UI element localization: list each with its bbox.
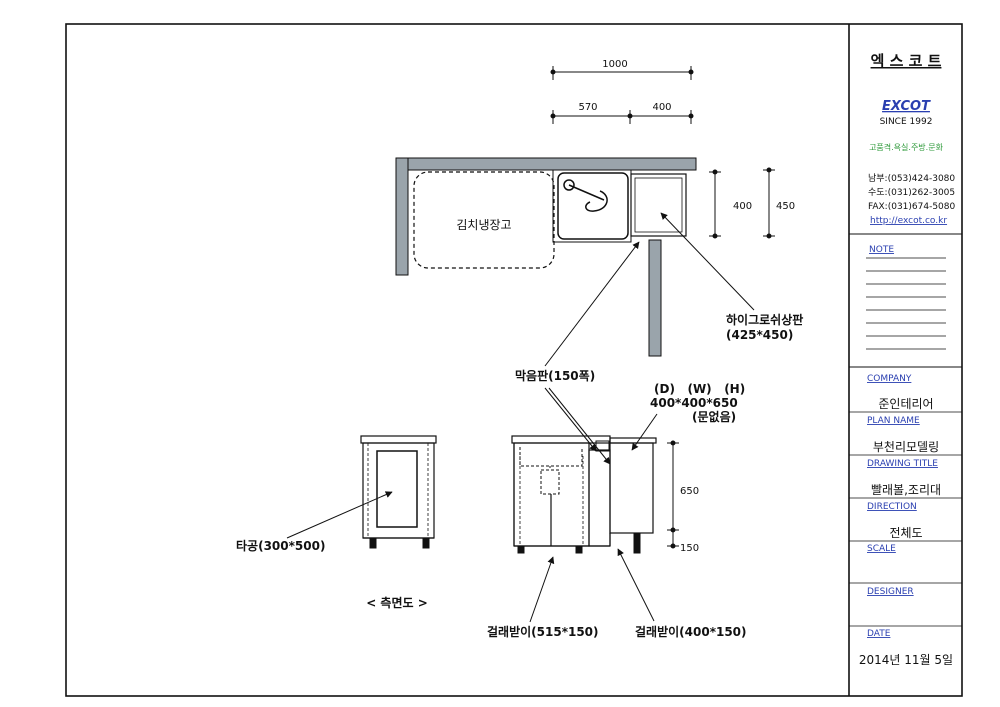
sink-bowl	[557, 172, 629, 240]
front-countertop-right	[609, 437, 657, 444]
dim-depth-outer: 450	[776, 201, 795, 212]
walls	[395, 157, 697, 357]
date-value: 2014년 11월 5일	[859, 653, 953, 667]
wall-left	[395, 157, 409, 276]
plan-name-label: PLAN NAME	[867, 416, 920, 426]
website-link[interactable]: http://excot.co.kr	[870, 216, 947, 226]
front-leg-mid	[575, 545, 583, 554]
front-leg-right	[633, 532, 641, 554]
blocking-panel-front	[588, 449, 611, 547]
dim-height-base: 150	[680, 543, 699, 554]
no-door-label: (문없음)	[692, 409, 736, 424]
dim-height-body: 650	[680, 486, 699, 497]
contact-south: 남부:(053)424-3080	[868, 173, 955, 184]
dimension-height	[667, 440, 679, 549]
company-label: COMPANY	[867, 374, 912, 384]
leader-high-gloss	[660, 212, 755, 311]
high-gloss-size: (425*450)	[726, 328, 793, 342]
dim-left-width: 570	[578, 102, 597, 113]
tagline: 고품격.욕실.주방.문화	[869, 142, 944, 152]
front-elevation	[511, 435, 657, 554]
plan-name-value: 부천리모델링	[873, 439, 939, 454]
designer-label: DESIGNER	[867, 587, 914, 597]
leader-skirt-right	[617, 548, 655, 622]
side-hole	[376, 450, 418, 528]
sheet-border	[65, 23, 963, 697]
dim-right-width: 400	[652, 102, 671, 113]
dimension-right	[709, 167, 775, 239]
cabinet-plan-inner	[634, 177, 683, 233]
dwh-note: (D) (W) (H) 400*400*650 (문없음)	[631, 382, 745, 451]
blocking-panel-small	[595, 440, 610, 452]
direction-value: 전체도	[889, 526, 922, 540]
leader-hole	[286, 491, 393, 539]
side-leg-left	[369, 537, 377, 549]
leader-panel-plan	[544, 241, 640, 367]
side-view	[360, 435, 437, 549]
scale-label: SCALE	[867, 544, 896, 554]
direction-label: DIRECTION	[867, 502, 917, 512]
skirt-right-label: 걸래받이(400*150)	[635, 624, 747, 639]
sink-frame	[552, 169, 632, 243]
note-label: NOTE	[869, 245, 894, 255]
faucet-icon	[563, 179, 608, 212]
plan-view: 1000 570 400 김치냉장고	[395, 59, 803, 357]
date-label: DATE	[867, 629, 891, 639]
company-value: 준인테리어	[878, 397, 933, 411]
brand-english: EXCOT	[882, 99, 931, 114]
wall-right-post	[648, 239, 662, 357]
side-body	[362, 442, 435, 539]
dim-depth-inner: 400	[733, 201, 752, 212]
hole-label: 타공(300*500)	[236, 538, 325, 553]
contact-capital: 수도:(031)262-3005	[868, 187, 955, 198]
dwh-value: 400*400*650	[650, 396, 738, 410]
leader-panel-front-1	[544, 387, 597, 452]
high-gloss-label: 하이그로쉬상판	[726, 312, 803, 327]
leader-panel-front-2	[548, 387, 611, 465]
side-leg-right	[422, 537, 430, 549]
title-block: 엑 스 코 트 EXCOT SINCE 1992 고품격.욕실.주방.문화 남부…	[849, 52, 962, 667]
skirt-left-label: 걸래받이(515*150)	[487, 624, 599, 639]
drawing-title-value: 빨래볼,조리대	[871, 483, 941, 497]
dimension-top	[550, 66, 694, 124]
dwh-header: (D) (W) (H)	[654, 382, 745, 396]
blocking-panel-label: 막음판(150폭)	[515, 368, 595, 383]
sink-drain-dashed	[540, 469, 560, 495]
dim-total-width: 1000	[602, 59, 627, 70]
blocking-panel-callouts: 막음판(150폭)	[515, 241, 640, 465]
note-lines	[866, 257, 946, 350]
front-countertop	[511, 435, 611, 444]
cabinet-plan	[630, 173, 687, 237]
sink-bowl-dashed	[519, 447, 583, 467]
kimchi-fridge	[413, 171, 555, 269]
since-text: SINCE 1992	[880, 117, 933, 127]
contact-fax: FAX:(031)674-5080	[868, 202, 956, 212]
brand-korean: 엑 스 코 트	[871, 52, 942, 70]
leader-skirt-left	[529, 556, 555, 623]
side-view-title: < 측면도 >	[366, 595, 428, 610]
front-leg-left	[517, 545, 525, 554]
wall-top	[395, 157, 697, 171]
side-top	[360, 435, 437, 444]
open-cabinet	[609, 442, 654, 534]
kimchi-fridge-label: 김치냉장고	[456, 218, 511, 232]
drawing-title-label: DRAWING TITLE	[867, 459, 938, 469]
leader-dwh	[631, 413, 658, 451]
